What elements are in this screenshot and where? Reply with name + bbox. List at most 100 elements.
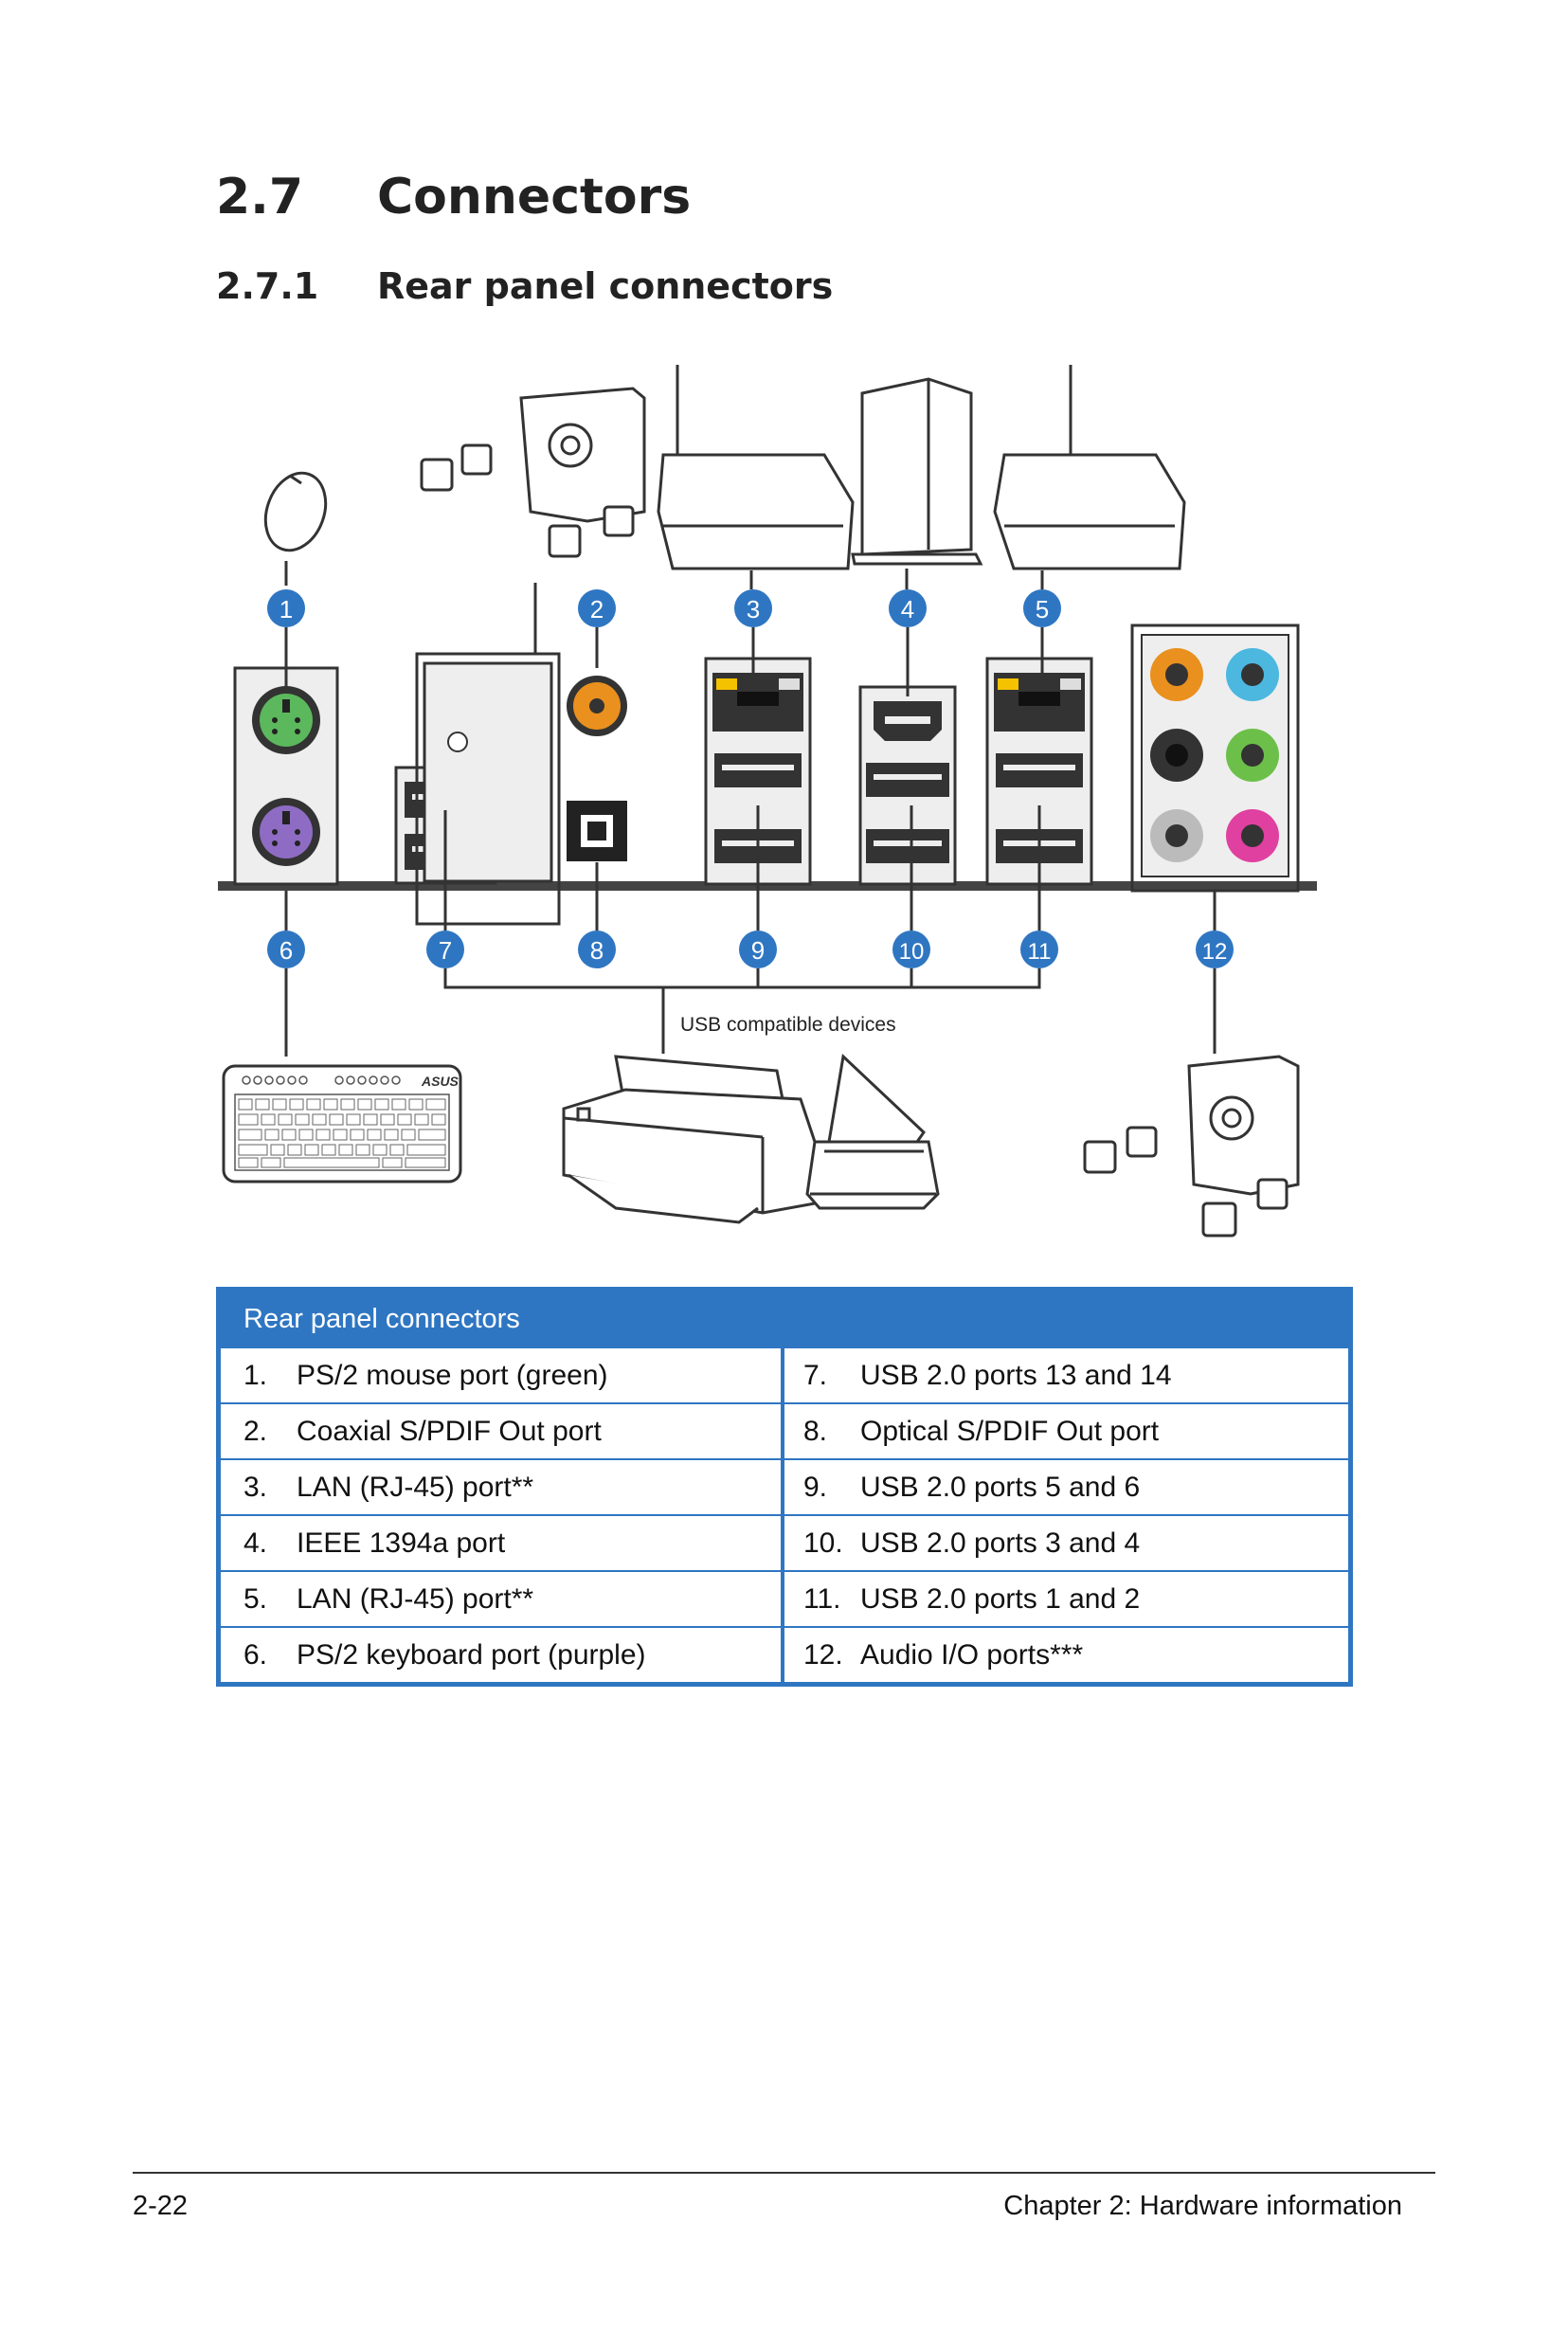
item-label: USB 2.0 ports 1 and 2 bbox=[860, 1582, 1141, 1615]
spdif-port-group bbox=[415, 627, 627, 926]
item-number: 1. bbox=[243, 1359, 268, 1391]
item-label: LAN (RJ-45) port** bbox=[297, 1471, 534, 1503]
table-title: Rear panel connectors bbox=[221, 1292, 1348, 1346]
table-cell-left: 2. Coaxial S/PDIF Out port bbox=[221, 1404, 784, 1458]
mouse-icon bbox=[263, 471, 328, 586]
table-cell-left: 6. PS/2 keyboard port (purple) bbox=[221, 1628, 784, 1682]
svg-text:12: 12 bbox=[1202, 939, 1228, 965]
item-label: USB 2.0 ports 3 and 4 bbox=[860, 1527, 1141, 1559]
item-number: 4. bbox=[243, 1527, 268, 1559]
table-body: 1. PS/2 mouse port (green) 7.USB 2.0 ports… bbox=[221, 1346, 1348, 1682]
audio-io-block bbox=[1130, 623, 1300, 893]
subsection-title: Rear panel connectors bbox=[377, 265, 834, 307]
svg-text:5: 5 bbox=[1036, 595, 1049, 623]
callout-8: 8 bbox=[578, 931, 616, 968]
item-label: Optical S/PDIF Out port bbox=[860, 1415, 1160, 1447]
rear-panel-connectors-table: Rear panel connectors 1. PS/2 mouse port … bbox=[216, 1287, 1353, 1687]
page-number: 2-22 bbox=[133, 2191, 189, 2221]
audio-jack-gray bbox=[1150, 809, 1203, 862]
lan-usb-stack-1 bbox=[704, 627, 812, 886]
speaker-set-icon-bottom bbox=[1083, 1055, 1300, 1238]
item-label: Audio I/O ports*** bbox=[860, 1638, 1084, 1671]
section-heading: 2.7 Connectors bbox=[216, 169, 691, 226]
svg-text:7: 7 bbox=[439, 936, 452, 965]
callout-5: 5 bbox=[1023, 589, 1061, 627]
item-number: 11. bbox=[803, 1582, 841, 1615]
svg-text:4: 4 bbox=[901, 595, 914, 623]
svg-text:9: 9 bbox=[751, 936, 765, 965]
section-number: 2.7 bbox=[216, 169, 304, 226]
callout-11: 11 bbox=[1020, 931, 1058, 968]
item-label: PS/2 mouse port (green) bbox=[297, 1359, 608, 1391]
audio-jack-blue bbox=[1226, 648, 1279, 701]
subsection-heading: 2.7.1 Rear panel connectors bbox=[216, 265, 833, 307]
table-cell-left: 3. LAN (RJ-45) port** bbox=[221, 1460, 784, 1514]
ps2-port-stack bbox=[233, 627, 339, 886]
table-row: 1. PS/2 mouse port (green) 7.USB 2.0 ports… bbox=[221, 1346, 1348, 1402]
table-cell-left: 1. PS/2 mouse port (green) bbox=[221, 1348, 784, 1402]
item-number: 3. bbox=[243, 1471, 268, 1503]
rear-panel-diagram: 1 2 3 4 5 bbox=[218, 365, 1317, 1238]
callout-6: 6 bbox=[267, 931, 305, 968]
table-cell-right: 7.USB 2.0 ports 13 and 14 bbox=[784, 1348, 1348, 1402]
external-drive-icon bbox=[851, 377, 983, 589]
item-number: 10. bbox=[803, 1527, 843, 1559]
lan-port-2 bbox=[994, 673, 1085, 732]
item-label: LAN (RJ-45) port** bbox=[297, 1582, 534, 1615]
table-cell-left: 5. LAN (RJ-45) port** bbox=[221, 1572, 784, 1626]
item-number: 8. bbox=[803, 1415, 828, 1447]
optical-spdif-port bbox=[567, 801, 627, 861]
svg-text:3: 3 bbox=[747, 595, 760, 623]
audio-jack-pink bbox=[1226, 809, 1279, 862]
item-label: USB 2.0 ports 5 and 6 bbox=[860, 1471, 1141, 1503]
keyboard-brand-logo: ASUS bbox=[421, 1074, 460, 1089]
item-number: 9. bbox=[803, 1471, 828, 1503]
ps2-mouse-port bbox=[252, 686, 320, 754]
router-icon-1 bbox=[657, 365, 855, 589]
firewire-usb-stack bbox=[858, 627, 957, 886]
table-row: 4. IEEE 1394a port 10. USB 2.0 ports 3 and … bbox=[221, 1514, 1348, 1570]
item-label: Coaxial S/PDIF Out port bbox=[297, 1415, 602, 1447]
item-number: 5. bbox=[243, 1582, 268, 1615]
footer-rule bbox=[133, 2172, 1435, 2174]
table-cell-right: 10. USB 2.0 ports 3 and 4 bbox=[784, 1516, 1348, 1570]
callout-9: 9 bbox=[739, 931, 777, 968]
table-row: 6. PS/2 keyboard port (purple) 12.Audio I/… bbox=[221, 1626, 1348, 1682]
table-cell-right: 9. USB 2.0 ports 5 and 6 bbox=[784, 1460, 1348, 1514]
svg-text:2: 2 bbox=[590, 595, 604, 623]
table-row: 5. LAN (RJ-45) port** 11. USB 2.0 ports 1 a… bbox=[221, 1570, 1348, 1626]
audio-jack-green bbox=[1226, 729, 1279, 782]
table-cell-left: 4. IEEE 1394a port bbox=[221, 1516, 784, 1570]
usb-devices-caption: USB compatible devices bbox=[680, 1014, 896, 1036]
svg-text:8: 8 bbox=[590, 936, 604, 965]
usb-port-3-4 bbox=[866, 763, 949, 863]
item-number: 2. bbox=[243, 1415, 268, 1447]
printer-icon bbox=[562, 1055, 817, 1224]
section-title: Connectors bbox=[377, 169, 692, 226]
callout-10: 10 bbox=[892, 931, 930, 968]
svg-text:11: 11 bbox=[1028, 939, 1052, 965]
callout-2: 2 bbox=[578, 589, 616, 627]
router-icon-2 bbox=[993, 365, 1186, 589]
item-label: PS/2 keyboard port (purple) bbox=[297, 1638, 646, 1671]
svg-text:1: 1 bbox=[279, 595, 293, 623]
table-cell-right: 8. Optical S/PDIF Out port bbox=[784, 1404, 1348, 1458]
svg-text:6: 6 bbox=[279, 936, 293, 965]
item-number: 6. bbox=[243, 1638, 268, 1671]
callout-7: 7 bbox=[426, 931, 464, 968]
table-cell-right: 12.Audio I/O ports*** bbox=[784, 1628, 1348, 1682]
table-row: 3. LAN (RJ-45) port** 9. USB 2.0 ports 5 an… bbox=[221, 1458, 1348, 1514]
lan-port-1 bbox=[712, 673, 803, 732]
coaxial-spdif-port bbox=[567, 676, 627, 736]
callout-1: 1 bbox=[267, 589, 305, 627]
svg-text:10: 10 bbox=[899, 939, 925, 965]
item-label: USB 2.0 ports 13 and 14 bbox=[860, 1359, 1172, 1391]
speaker-set-icon bbox=[420, 387, 646, 654]
chapter-title: Chapter 2: Hardware information bbox=[1003, 2191, 1402, 2221]
table-cell-right: 11. USB 2.0 ports 1 and 2 bbox=[784, 1572, 1348, 1626]
audio-jack-black bbox=[1150, 729, 1203, 782]
ps2-keyboard-port bbox=[252, 798, 320, 866]
item-label: IEEE 1394a port bbox=[297, 1527, 506, 1559]
callout-4: 4 bbox=[889, 589, 927, 627]
subsection-number: 2.7.1 bbox=[216, 265, 319, 307]
